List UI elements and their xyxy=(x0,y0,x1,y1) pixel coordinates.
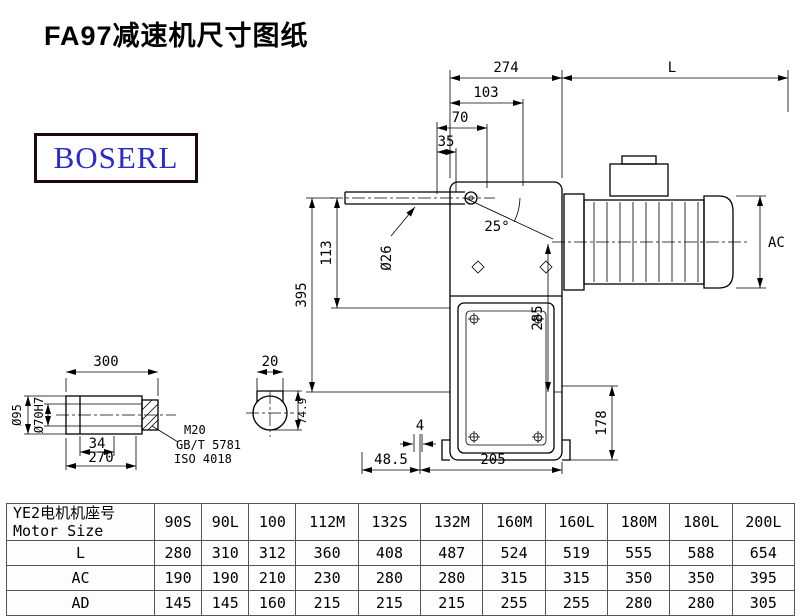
table-header-motor-size: YE2电机机座号 Motor Size xyxy=(6,503,155,541)
table-cell: 350 xyxy=(669,565,733,591)
dim-103: 103 xyxy=(473,85,498,101)
table-row-AC: AC 190 190 210 230 280 280 315 315 350 3… xyxy=(6,565,796,591)
col-header: 180M xyxy=(607,503,671,541)
label-gbt-5781: GB/T 5781 xyxy=(176,438,241,452)
dim-300: 300 xyxy=(93,354,118,370)
table-cell: 555 xyxy=(607,540,671,566)
table-cell: 160 xyxy=(248,590,297,616)
col-header: 200L xyxy=(731,503,796,541)
motor-size-label-en: Motor Size xyxy=(13,522,104,540)
dim-AC: AC xyxy=(768,235,785,251)
table-cell: 280 xyxy=(357,565,422,591)
table-cell: 255 xyxy=(544,590,609,616)
table-cell: 395 xyxy=(731,565,796,591)
dim-25deg: 25° xyxy=(484,219,509,235)
table-cell: 210 xyxy=(248,565,297,591)
table-cell: 255 xyxy=(482,590,546,616)
table-cell: 280 xyxy=(153,540,203,566)
col-header: 112M xyxy=(295,503,359,541)
dim-35: 35 xyxy=(438,134,455,150)
table-cell: 190 xyxy=(153,565,203,591)
motor-size-label-cn: YE2电机机座号 xyxy=(13,504,116,522)
col-header: 100 xyxy=(248,503,297,541)
dim-285: 285 xyxy=(530,305,546,330)
table-cell: 215 xyxy=(295,590,359,616)
dim-270: 270 xyxy=(88,450,113,466)
col-header: 132S xyxy=(357,503,422,541)
table-cell: 312 xyxy=(248,540,297,566)
table-cell: 487 xyxy=(420,540,484,566)
motor-size-table: YE2电机机座号 Motor Size 90S 90L 100 112M 132… xyxy=(6,503,796,616)
dim-d26: Ø26 xyxy=(379,245,395,270)
dim-L: L xyxy=(668,60,676,76)
table-cell: 145 xyxy=(153,590,203,616)
table-cell: 360 xyxy=(295,540,359,566)
col-header: 90L xyxy=(201,503,250,541)
dim-4: 4 xyxy=(416,418,424,434)
col-header: 90S xyxy=(153,503,203,541)
table-cell: 654 xyxy=(731,540,796,566)
page-title: FA97减速机尺寸图纸 xyxy=(44,21,309,51)
dim-70: 70 xyxy=(452,110,469,126)
table-cell: 215 xyxy=(357,590,422,616)
table-cell: 315 xyxy=(544,565,609,591)
table-row-AD: AD 145 145 160 215 215 215 255 255 280 2… xyxy=(6,590,796,616)
table-cell: 588 xyxy=(669,540,733,566)
dim-34: 34 xyxy=(89,436,106,452)
dim-d70h7: Ø70H7 xyxy=(32,397,46,433)
table-cell: 280 xyxy=(607,590,671,616)
table-cell: 280 xyxy=(420,565,484,591)
table-cell: 215 xyxy=(420,590,484,616)
row-label: AC xyxy=(6,565,155,591)
bore-cross-section: 20 74.9 xyxy=(246,354,309,437)
dim-395: 395 xyxy=(294,282,310,307)
motor xyxy=(552,155,748,291)
table-cell: 350 xyxy=(607,565,671,591)
dim-113: 113 xyxy=(319,240,335,265)
main-view-dimensions: 274 L 103 70 35 25° Ø26 395 113 285 178 … xyxy=(294,60,789,474)
table-header-row: YE2电机机座号 Motor Size 90S 90L 100 112M 132… xyxy=(6,503,796,541)
dim-74-9: 74.9 xyxy=(296,398,309,425)
table-cell: 519 xyxy=(544,540,609,566)
col-header: 132M xyxy=(420,503,484,541)
col-header: 160L xyxy=(544,503,609,541)
col-header: 160M xyxy=(482,503,546,541)
dim-20: 20 xyxy=(262,354,279,370)
col-header: 180L xyxy=(669,503,733,541)
table-cell: 305 xyxy=(731,590,796,616)
technical-drawing: 274 L 103 70 35 25° Ø26 395 113 285 178 … xyxy=(10,60,789,474)
dim-d95: Ø95 xyxy=(10,404,24,426)
table-cell: 310 xyxy=(201,540,250,566)
dim-48-5: 48.5 xyxy=(374,452,408,468)
table-cell: 280 xyxy=(669,590,733,616)
table-cell: 315 xyxy=(482,565,546,591)
table-cell: 230 xyxy=(295,565,359,591)
row-label: AD xyxy=(6,590,155,616)
row-label: L xyxy=(6,540,155,566)
table-cell: 408 xyxy=(357,540,422,566)
dim-274: 274 xyxy=(493,60,518,76)
table-cell: 190 xyxy=(201,565,250,591)
boserl-logo: BOSERL xyxy=(34,133,198,183)
table-cell: 145 xyxy=(201,590,250,616)
table-row-L: L 280 310 312 360 408 487 524 519 555 58… xyxy=(6,540,796,566)
label-iso-4018: ISO 4018 xyxy=(174,452,232,466)
dim-205: 205 xyxy=(480,452,505,468)
label-m20: M20 xyxy=(184,423,206,437)
dim-178: 178 xyxy=(594,410,610,435)
table-cell: 524 xyxy=(482,540,546,566)
hollow-shaft-detail: 300 Ø95 Ø70H7 34 270 M20 GB/T 5781 ISO 4… xyxy=(10,354,241,470)
